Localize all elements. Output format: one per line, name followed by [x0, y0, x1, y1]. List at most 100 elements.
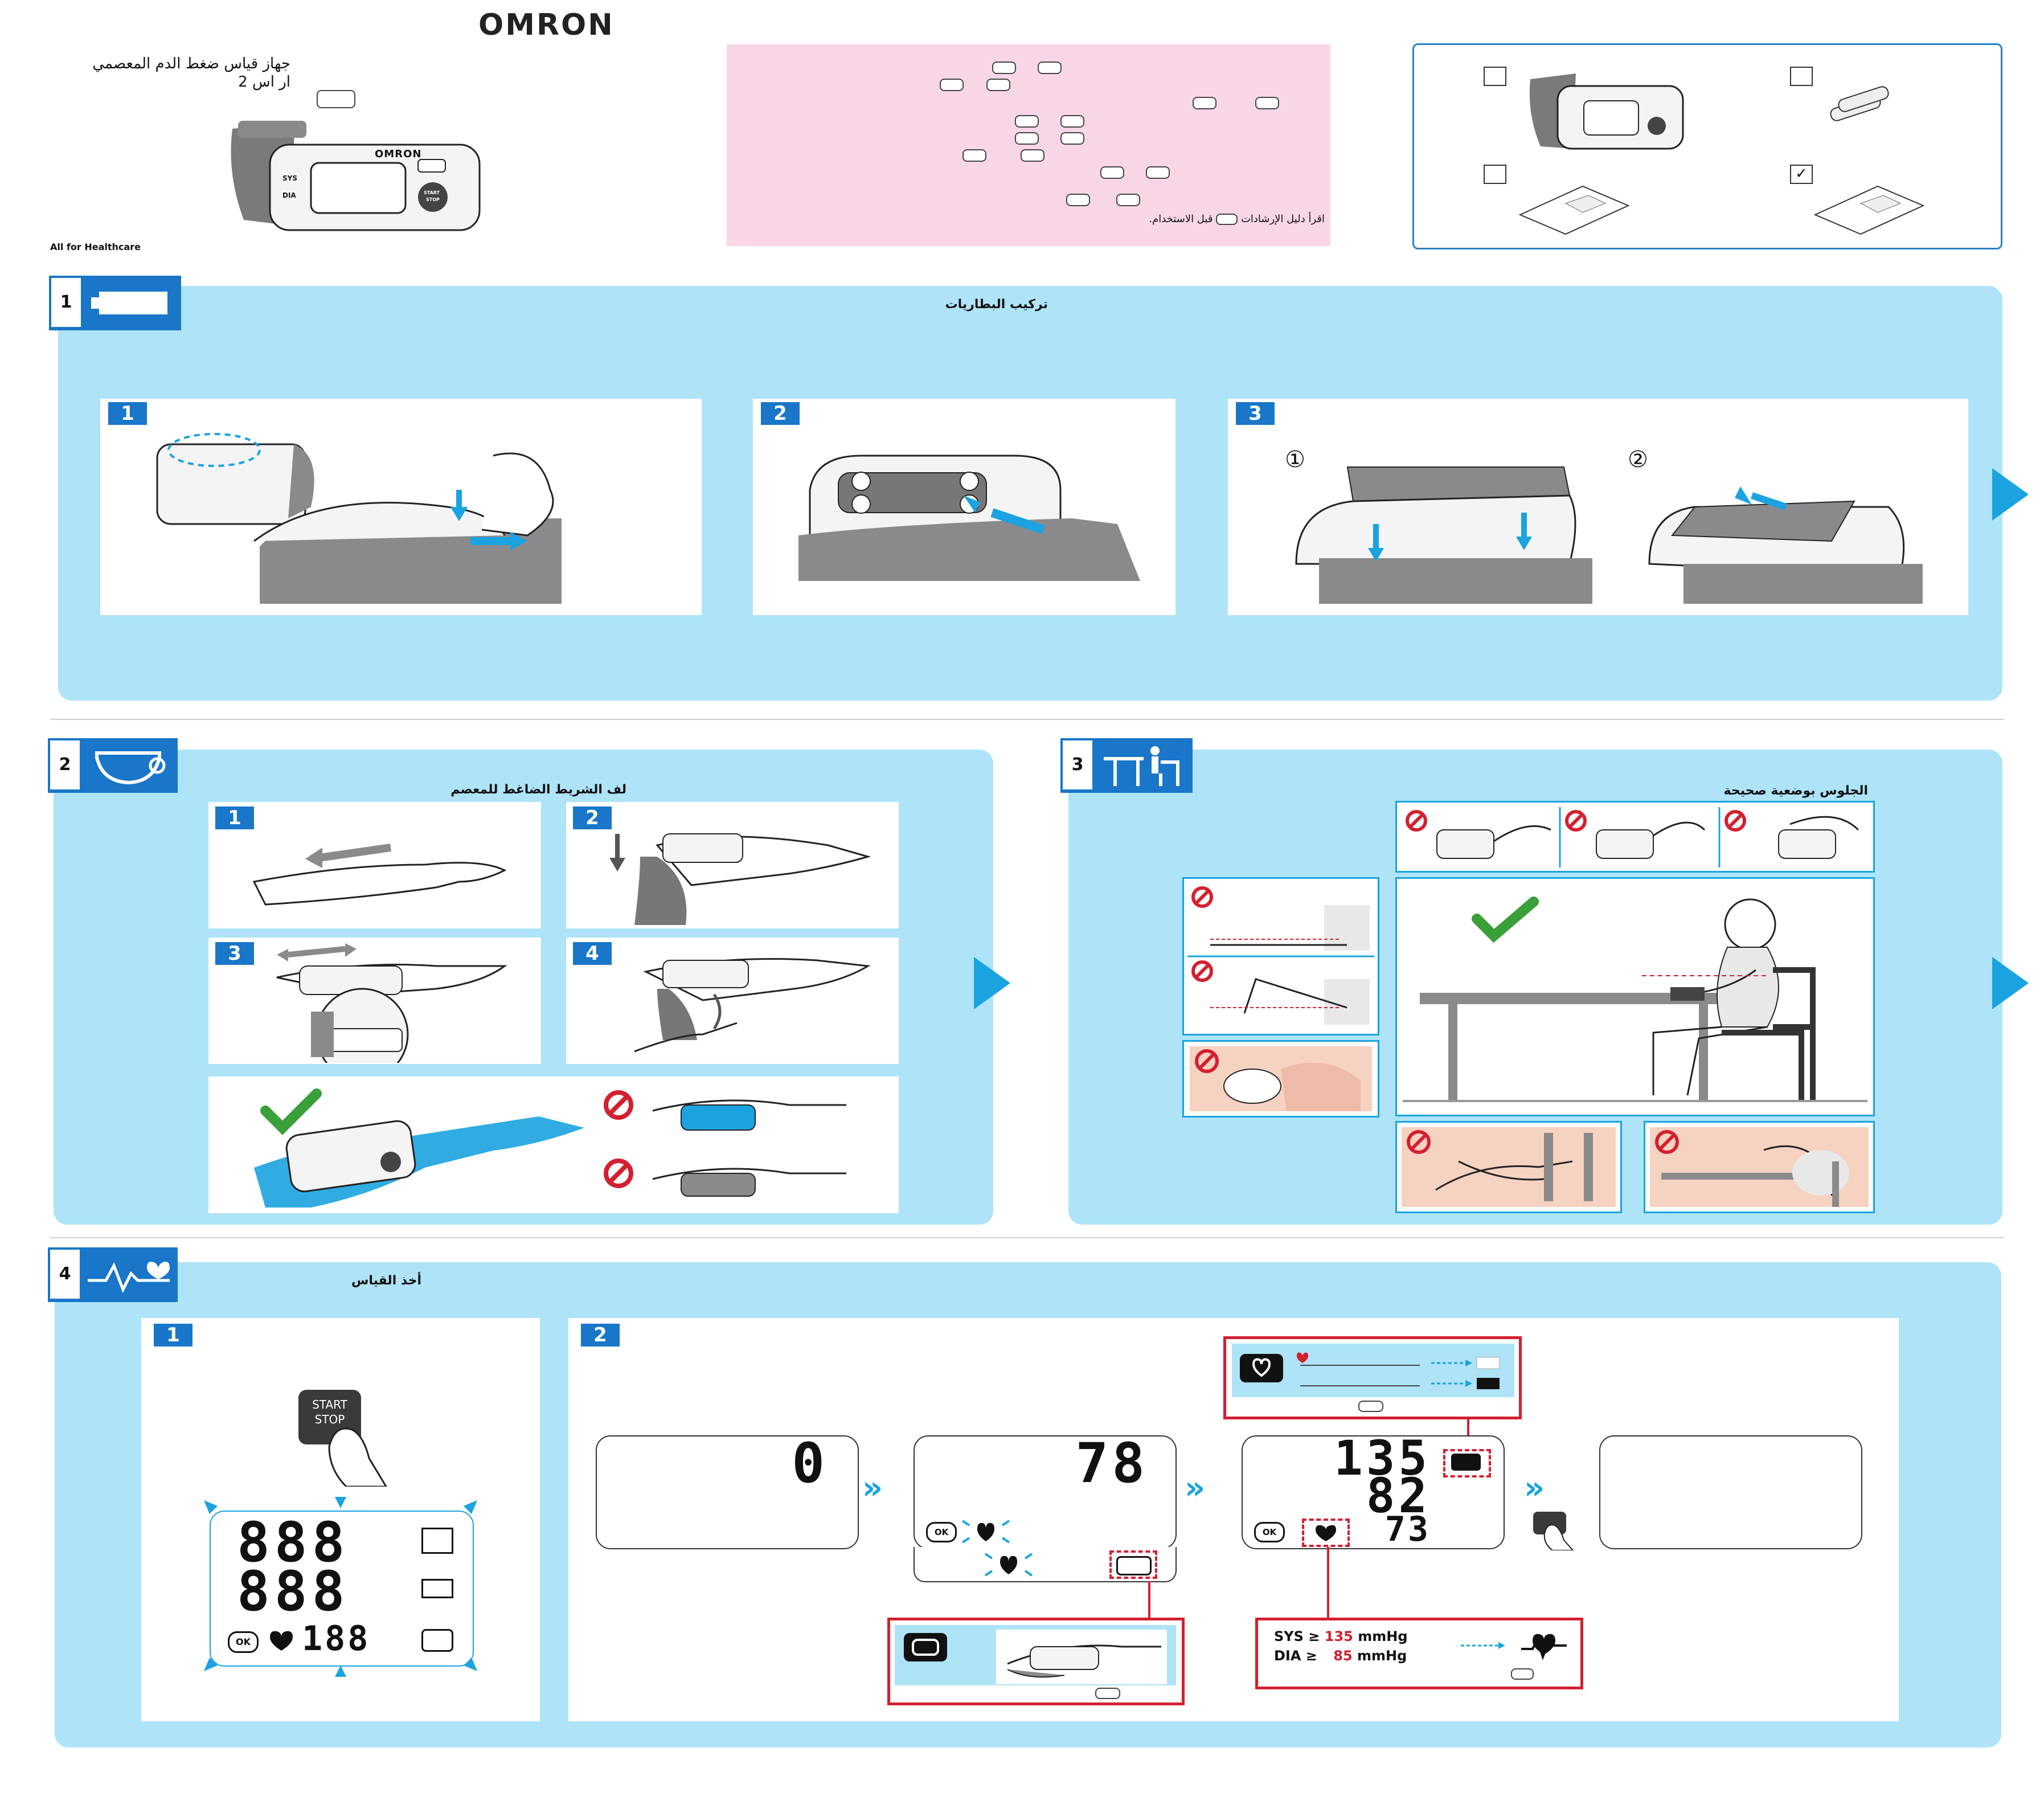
dia-threshold-value: 85 [1333, 1648, 1353, 1664]
ok-indicator: OK [1254, 1522, 1285, 1542]
dia-threshold: DIA ≥ 85 mmHg [1274, 1648, 1407, 1664]
lcd-test-row3: 188 [302, 1619, 371, 1659]
section-number: 3 [1063, 740, 1092, 789]
section-number: 2 [50, 740, 80, 789]
cuff-wrap-highlight [1109, 1550, 1157, 1579]
contents-checkbox-monitor[interactable] [1484, 67, 1506, 86]
section-number: 1 [51, 278, 81, 327]
substep-2-marker: ② [1628, 447, 1648, 473]
lcd-inflating: 78 OK [914, 1431, 1177, 1549]
text-placeholder [992, 62, 1016, 74]
text-placeholder [986, 79, 1010, 91]
memory-icon [421, 1528, 453, 1554]
cuff-wrap-icon [904, 1633, 947, 1661]
section-title: لف الشريط الضاغط للمعصم [450, 783, 626, 797]
text-placeholder [1146, 166, 1170, 179]
monitor-illustration: OMRON SYS DIA START STOP [221, 112, 489, 237]
text-placeholder [1255, 97, 1279, 109]
section-title: تركيب البطاريات [945, 297, 1048, 312]
step-number: 1 [154, 1324, 192, 1346]
inflating-reading: 78 [1075, 1431, 1148, 1495]
text-placeholder [962, 149, 986, 162]
notice-panel: اقرأ دليل الإرشادات قبل الاستخدام. [727, 44, 1330, 246]
section-number: 4 [50, 1250, 80, 1299]
step-number: 1 [108, 402, 147, 425]
text-placeholder [1060, 132, 1084, 145]
cuff-step-3: 3 [208, 938, 541, 1064]
result-dia: 82 [1366, 1468, 1431, 1524]
sitting-icon [1098, 745, 1187, 786]
divider [50, 719, 2004, 720]
chevron-right-icon: » [1524, 1470, 1545, 1507]
sys-threshold-value: 135 [1324, 1628, 1353, 1644]
product-title-line2: ار اس 2 [238, 73, 290, 91]
contents-checkbox-batteries[interactable] [1790, 67, 1813, 86]
sys-threshold-unit: mmHg [1358, 1628, 1408, 1644]
divider [50, 1237, 2004, 1238]
cuff-wrap-icon [421, 1629, 453, 1652]
brand-logo: OMRON [478, 8, 615, 42]
cuff-step-2: 2 [566, 802, 899, 928]
text-placeholder [1358, 1401, 1383, 1412]
manual-icon [1514, 181, 1634, 238]
heart-icon [270, 1631, 293, 1651]
sys-threshold-label: SYS ≥ [1274, 1628, 1320, 1644]
battery-icon [421, 1579, 453, 1598]
cuff-wrap-callout [887, 1618, 1185, 1705]
text-placeholder [1100, 166, 1124, 179]
device-dia-label: DIA [282, 191, 296, 199]
text-placeholder [1060, 115, 1084, 128]
section-tab-2: 2 [48, 738, 178, 793]
contents-checkbox-guide[interactable]: ✓ [1790, 165, 1813, 184]
cuff-step-1: 1 [208, 802, 541, 928]
substep-1-marker: ① [1285, 447, 1305, 473]
dia-threshold-unit: mmHg [1357, 1648, 1407, 1664]
blinking-indicators [204, 1497, 477, 1677]
chevron-right-icon: » [862, 1470, 883, 1507]
callout-connector [1467, 1417, 1469, 1446]
next-arrow [1992, 957, 2029, 1009]
text-placeholder [940, 79, 964, 91]
section-title: الجلوس بوضعية صحيحة [1723, 784, 1868, 798]
text-placeholder [1216, 214, 1238, 225]
hypertension-callout: SYS ≥ 135 mmHg DIA ≥ 85 mmHg [1255, 1618, 1583, 1689]
irregular-heartbeat-callout [1223, 1336, 1522, 1419]
heart-outline-icon [1240, 1354, 1283, 1382]
posture-correct [1395, 877, 1875, 1116]
text-placeholder [1015, 132, 1039, 145]
contents-checkbox-manual[interactable] [1484, 165, 1506, 184]
section-tab-3: 3 [1060, 738, 1193, 793]
battery-step-1: 1 [100, 399, 702, 615]
cuff-correct-incorrect [208, 1077, 899, 1213]
result-sys: 135 [1334, 1430, 1431, 1486]
ok-indicator: OK [228, 1631, 259, 1653]
pulse-heart-icon [85, 1254, 172, 1295]
heart-blink-icon [961, 1520, 1010, 1544]
sys-threshold: SYS ≥ 135 mmHg [1274, 1628, 1408, 1644]
dia-threshold-label: DIA ≥ [1274, 1648, 1317, 1664]
device-brand: OMRON [375, 148, 422, 160]
battery-step-3: 3 ① ② [1228, 399, 1968, 615]
lcd-test-display: 888 888 OK 188 [210, 1511, 474, 1667]
cuff-wrap-icon [1116, 1556, 1152, 1575]
measure-step-1: 1 START STOP 888 888 OK 188 [141, 1318, 540, 1721]
start-label: START [312, 1398, 347, 1411]
lcd-inflating-lower [914, 1547, 1177, 1582]
model-placeholder [317, 90, 355, 108]
contents-monitor-image [1527, 69, 1686, 154]
pulse-wave-diagram [1297, 1352, 1500, 1389]
cuff-icon [85, 745, 172, 786]
package-contents: ✓ [1412, 43, 2002, 249]
hypertension-indicator [1461, 1634, 1567, 1660]
heart-blink-icon [984, 1553, 1033, 1577]
cuff-step-4: 4 [566, 938, 899, 1064]
section-tab-1: 1 [49, 276, 181, 330]
step-number: 2 [573, 807, 612, 829]
posture-leaning [1644, 1121, 1875, 1213]
posture-wrist-flex [1182, 1040, 1379, 1118]
text-placeholder [1116, 194, 1140, 206]
notice-text: اقرأ دليل الإرشادات قبل الاستخدام. [989, 213, 1325, 225]
lcd-zero: 0 [596, 1432, 859, 1549]
text-placeholder [1021, 149, 1044, 162]
guide-icon [1809, 181, 1929, 238]
